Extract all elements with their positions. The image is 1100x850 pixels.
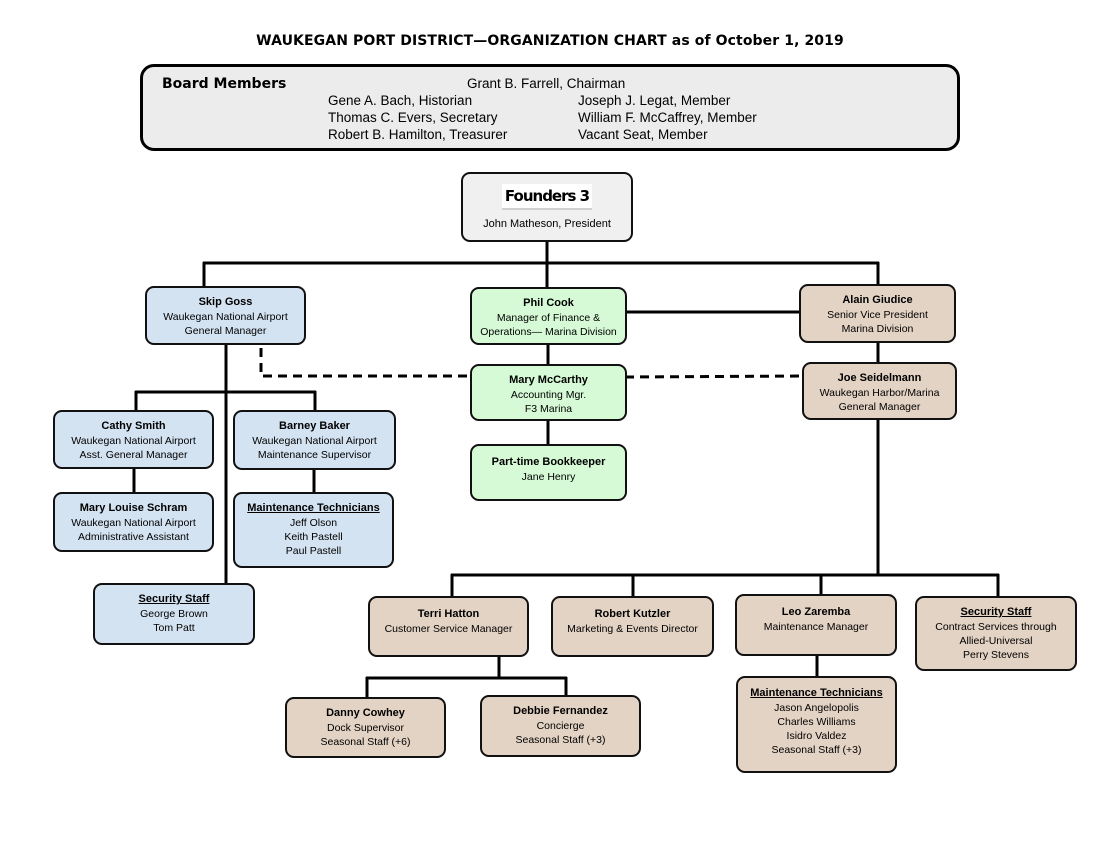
staff-line: Perry Stevens (963, 649, 1029, 661)
board-member: William F. McCaffrey, Member (578, 110, 757, 125)
person-name: Part-time Bookkeeper (491, 456, 606, 468)
staff-line: Jason Angelopolis (774, 702, 859, 714)
person-name: Alain Giudice (842, 294, 913, 306)
role-line: Waukegan National Airport (163, 311, 288, 323)
role-line: F3 Marina (524, 403, 573, 415)
role-line: Waukegan National Airport (71, 435, 196, 447)
org-box-phil-cook: Phil Cook Manager of Finance & Operation… (470, 287, 627, 345)
person-name: Skip Goss (198, 296, 253, 308)
person-name: Terri Hatton (417, 608, 480, 620)
role-line: Maintenance Supervisor (257, 449, 372, 461)
role-line: Jane Henry (521, 471, 576, 483)
group-name: Maintenance Technicians (750, 687, 883, 699)
board-chairman: Grant B. Farrell, Chairman (467, 76, 626, 91)
staff-line: Isidro Valdez (786, 730, 847, 742)
role-line: Dock Supervisor (326, 722, 405, 734)
person-name: Phil Cook (523, 297, 574, 309)
org-box-airport-maintenance-technicians: Maintenance Technicians Jeff Olson Keith… (233, 492, 394, 568)
person-name: Robert Kutzler (594, 608, 671, 620)
person-name: Danny Cowhey (326, 707, 405, 719)
role-line: Asst. General Manager (79, 449, 188, 461)
president-box: Founders 3 John Matheson, President (461, 172, 633, 242)
page-title: WAUKEGAN PORT DISTRICT—ORGANIZATION CHAR… (256, 33, 844, 49)
role-line: Senior Vice President (827, 309, 928, 321)
board-member: Joseph J. Legat, Member (578, 93, 731, 108)
org-box-skip-goss: Skip Goss Waukegan National Airport Gene… (145, 286, 306, 345)
board-members-panel: Board Members Grant B. Farrell, Chairman… (140, 64, 960, 151)
board-member: Gene A. Bach, Historian (328, 93, 473, 108)
person-name: Mary Louise Schram (79, 502, 188, 514)
org-box-alain-giudice: Alain Giudice Senior Vice President Mari… (799, 284, 956, 343)
person-name: Joe Seidelmann (837, 372, 922, 384)
president-name: John Matheson, President (483, 218, 611, 230)
org-box-terri-hatton: Terri Hatton Customer Service Manager (368, 596, 529, 657)
role-line: Administrative Assistant (78, 531, 189, 543)
group-name: Maintenance Technicians (247, 502, 380, 514)
role-line: Customer Service Manager (384, 623, 513, 635)
person-name: Cathy Smith (101, 420, 166, 432)
org-box-joe-seidelmann: Joe Seidelmann Waukegan Harbor/Marina Ge… (802, 362, 957, 420)
org-box-barney-baker: Barney Baker Waukegan National Airport M… (233, 410, 396, 470)
role-line: Concierge (536, 720, 585, 732)
org-box-airport-security-staff: Security Staff George Brown Tom Patt (93, 583, 255, 645)
staff-line: Allied-Universal (959, 635, 1033, 647)
org-box-marina-maintenance-technicians: Maintenance Technicians Jason Angelopoli… (736, 676, 897, 773)
group-name: Security Staff (138, 593, 210, 605)
role-line: Seasonal Staff (+6) (320, 736, 411, 748)
role-line: Waukegan National Airport (71, 517, 196, 529)
org-box-robert-kutzler: Robert Kutzler Marketing & Events Direct… (551, 596, 714, 657)
staff-line: Charles Williams (777, 716, 856, 728)
role-line: Operations— Marina Division (480, 326, 617, 338)
org-box-debbie-fernandez: Debbie Fernandez Concierge Seasonal Staf… (480, 695, 641, 757)
person-name: Barney Baker (279, 420, 350, 432)
board-member: Vacant Seat, Member (578, 127, 708, 142)
role-line: Accounting Mgr. (510, 389, 587, 401)
org-box-danny-cowhey: Danny Cowhey Dock Supervisor Seasonal St… (285, 697, 446, 758)
dotted-line (259, 348, 472, 378)
board-member: Thomas C. Evers, Secretary (328, 110, 498, 125)
group-name: Security Staff (960, 606, 1032, 618)
dotted-line (624, 374, 804, 379)
org-box-mary-mccarthy: Mary McCarthy Accounting Mgr. F3 Marina (470, 364, 627, 421)
org-box-marina-security-staff: Security Staff Contract Services through… (915, 596, 1077, 671)
org-box-part-time-bookkeeper: Part-time Bookkeeper Jane Henry (470, 444, 627, 501)
role-line: General Manager (184, 325, 267, 337)
staff-line: Keith Pastell (284, 531, 343, 543)
org-box-cathy-smith: Cathy Smith Waukegan National Airport As… (53, 410, 214, 469)
role-line: Manager of Finance & (496, 312, 601, 324)
person-name: Mary McCarthy (509, 374, 588, 386)
person-name: Debbie Fernandez (513, 705, 608, 717)
role-line: Marina Division (841, 323, 914, 335)
staff-line: Seasonal Staff (+3) (771, 744, 862, 756)
role-line: Marketing & Events Director (567, 623, 698, 635)
role-line: Seasonal Staff (+3) (515, 734, 606, 746)
person-name: Leo Zaremba (781, 606, 851, 618)
board-member: Robert B. Hamilton, Treasurer (328, 127, 508, 142)
staff-line: Contract Services through (935, 621, 1057, 633)
founders-3-logo: Founders 3 (501, 184, 593, 210)
role-line: Waukegan National Airport (252, 435, 377, 447)
staff-line: Tom Patt (153, 622, 195, 634)
role-line: General Manager (838, 401, 921, 413)
role-line: Maintenance Manager (763, 621, 869, 633)
staff-line: George Brown (140, 608, 208, 620)
org-box-leo-zaremba: Leo Zaremba Maintenance Manager (735, 594, 897, 656)
staff-line: Jeff Olson (289, 517, 338, 529)
role-line: Waukegan Harbor/Marina (819, 387, 940, 399)
board-heading: Board Members (162, 76, 287, 92)
staff-line: Paul Pastell (285, 545, 342, 557)
org-box-mary-louise-schram: Mary Louise Schram Waukegan National Air… (53, 492, 214, 552)
